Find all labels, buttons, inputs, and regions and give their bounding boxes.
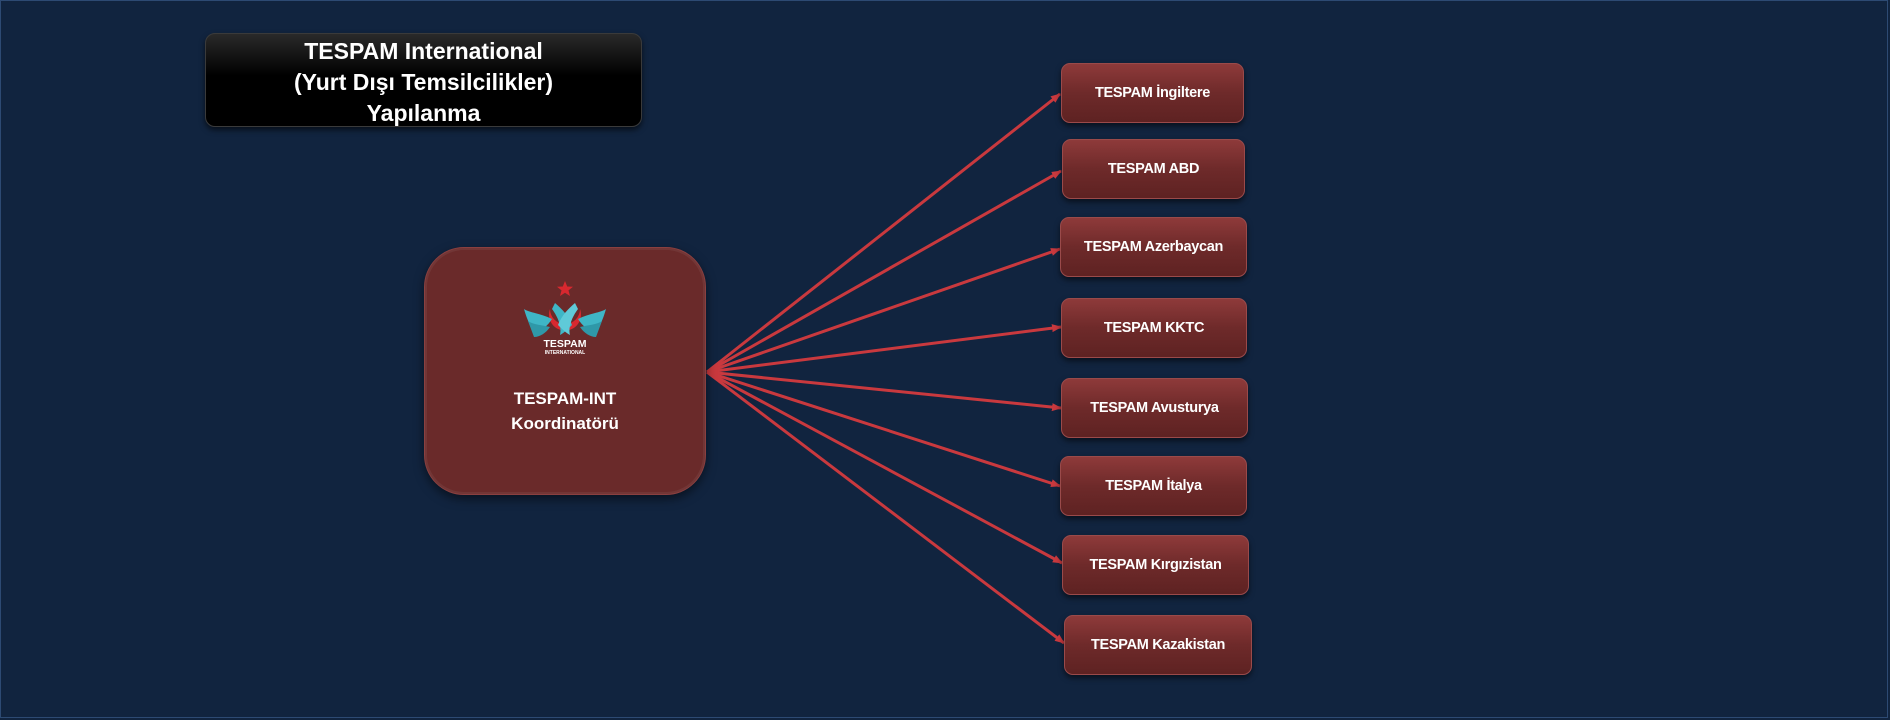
connector-arrow <box>706 370 1063 565</box>
connector-arrow <box>706 324 1062 374</box>
branch-node: TESPAM İtalya <box>1060 456 1247 516</box>
branch-node: TESPAM ABD <box>1062 139 1245 199</box>
title-box: TESPAM International (Yurt Dışı Temsilci… <box>205 33 642 127</box>
tespam-logo-icon: TESPAM INTERNATIONAL <box>524 281 606 356</box>
connector-arrow <box>706 92 1061 374</box>
branch-node: TESPAM İngiltere <box>1061 63 1244 123</box>
connector-arrow <box>706 370 1062 412</box>
logo-subtext: INTERNATIONAL <box>545 350 585 356</box>
coordinator-line-1: TESPAM-INT <box>513 389 617 408</box>
branch-node: TESPAM Kazakistan <box>1064 615 1252 675</box>
coordinator-box: TESPAM INTERNATIONAL TESPAM-INT Koordina… <box>424 247 706 495</box>
branch-node: TESPAM Kırgızistan <box>1062 535 1249 595</box>
branch-node: TESPAM KKTC <box>1061 298 1247 358</box>
logo-text: TESPAM <box>544 338 587 350</box>
title-line-2: (Yurt Dışı Temsilcilikler) <box>293 69 554 95</box>
branch-node: TESPAM Azerbaycan <box>1060 217 1247 277</box>
branch-node: TESPAM Avusturya <box>1061 378 1248 438</box>
connector-arrow <box>706 370 1061 488</box>
connector-arrow <box>706 247 1061 374</box>
coordinator-line-2: Koordinatörü <box>511 414 619 433</box>
connector-arrow <box>706 169 1062 374</box>
title-line-3: Yapılanma <box>366 100 481 126</box>
title-line-1: TESPAM International <box>304 38 543 64</box>
coordinator-label: TESPAM-INT Koordinatörü <box>425 386 705 436</box>
connector-arrow <box>706 370 1065 645</box>
